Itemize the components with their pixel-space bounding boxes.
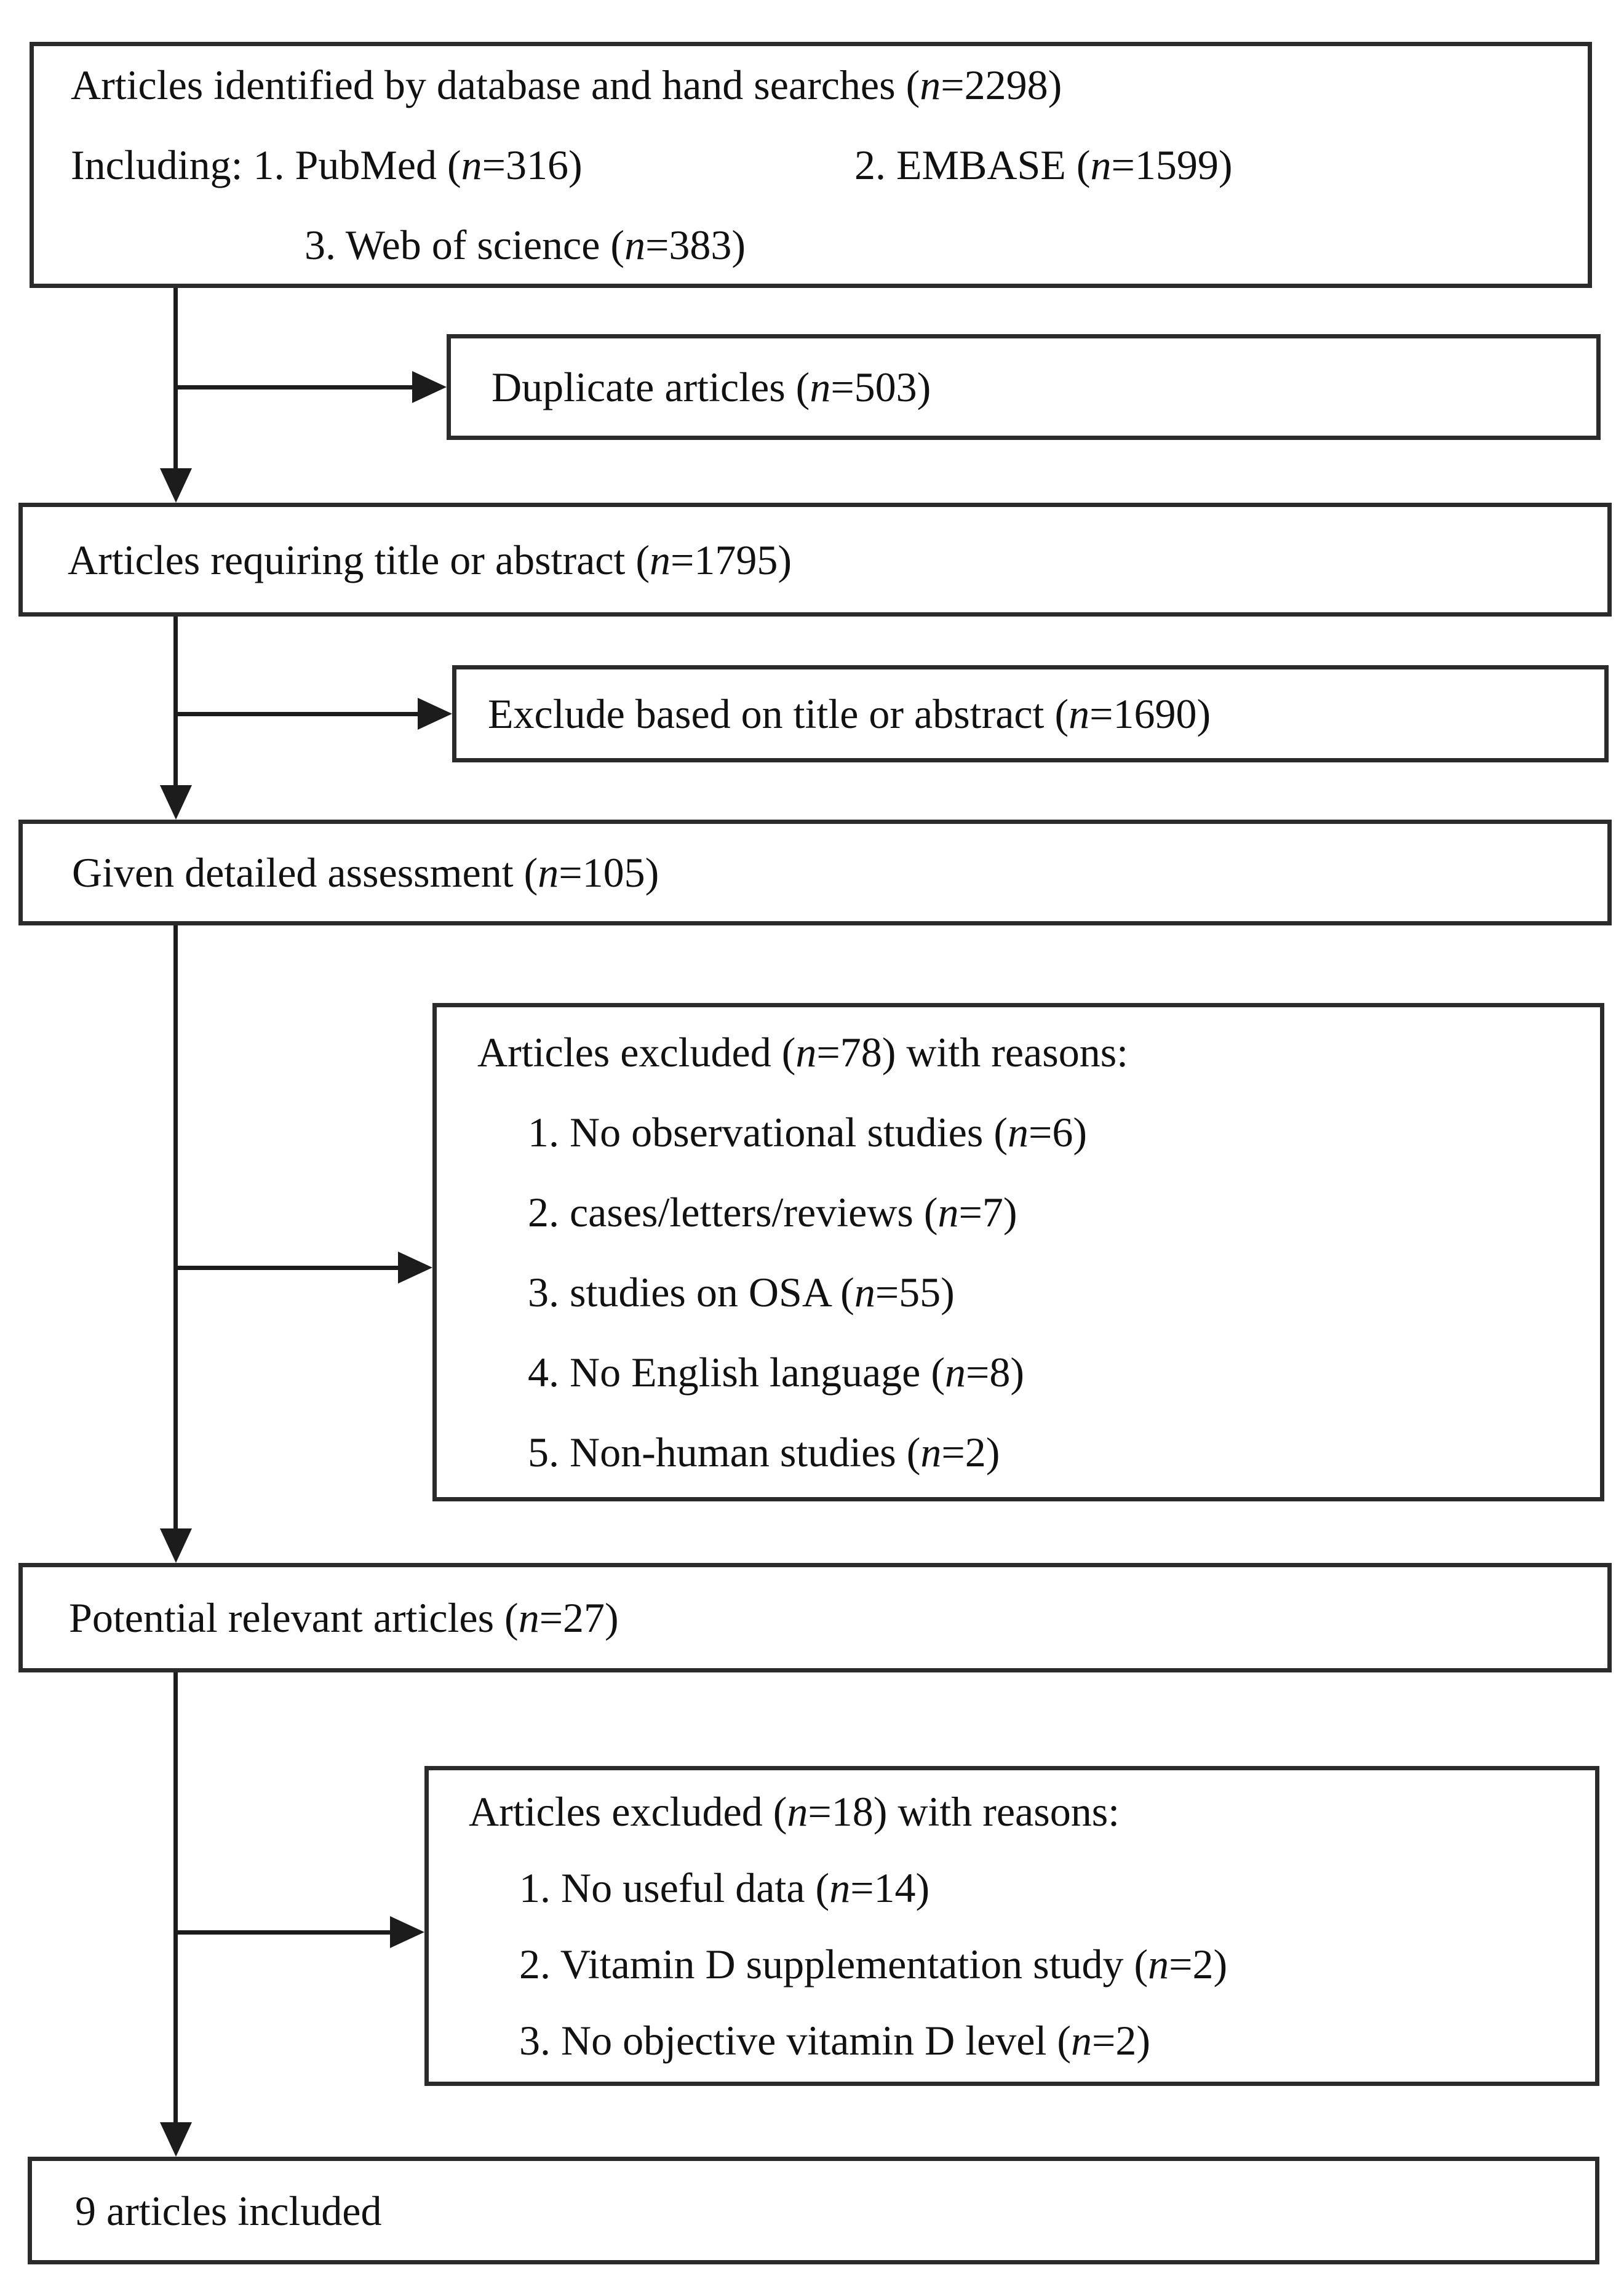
- excluded-78-item: 5. Non-human studies (n=2): [528, 1429, 1000, 1476]
- arrowhead-right-4: [390, 1916, 424, 1948]
- excluded-18-item: 2. Vitamin D supplementation study (n=2): [519, 1941, 1228, 1987]
- identified-line-2: Including: 1. PubMed (n=316) 2. EMBASE (n…: [71, 125, 1588, 205]
- arrowhead-down-1: [160, 468, 192, 503]
- box-excluded-18: Articles excluded (n=18) with reasons: 1…: [424, 1766, 1599, 2086]
- excluded-78-item: 3. studies on OSA (n=55): [528, 1269, 955, 1316]
- identified-line-3: 3. Web of science (n=383): [304, 222, 746, 268]
- title-abstract-text: Articles requiring title or abstract (n=…: [68, 536, 792, 583]
- identified-line-2a: Including: 1. PubMed (n=316): [71, 142, 583, 188]
- box-duplicate-articles: Duplicate articles (n=503): [447, 334, 1601, 440]
- excluded-18-item: 3. No objective vitamin D level (n=2): [519, 2017, 1150, 2064]
- arrowhead-down-4: [160, 2122, 192, 2157]
- branch-line-2: [173, 712, 421, 716]
- exclude-title-abstract-text: Exclude based on title or abstract (n=16…: [488, 690, 1211, 737]
- spine-segment-2: [173, 617, 178, 787]
- excluded-78-item: 2. cases/letters/reviews (n=7): [528, 1189, 1017, 1236]
- branch-line-1: [173, 385, 416, 389]
- box-title-or-abstract: Articles requiring title or abstract (n=…: [18, 503, 1612, 617]
- arrowhead-right-2: [418, 698, 452, 730]
- excluded-18-title: Articles excluded (n=18) with reasons:: [469, 1788, 1120, 1835]
- detailed-assessment-text: Given detailed assessment (n=105): [72, 849, 659, 896]
- identified-line-2b: 2. EMBASE (n=1599): [854, 142, 1233, 188]
- potential-relevant-text: Potential relevant articles (n=27): [69, 1594, 619, 1641]
- excluded-78-item: 1. No observational studies (n=6): [528, 1109, 1087, 1156]
- spine-segment-3: [173, 925, 178, 1530]
- spine-segment-4: [173, 1672, 178, 2124]
- excluded-78-title: Articles excluded (n=78) with reasons:: [477, 1029, 1129, 1076]
- box-articles-identified: Articles identified by database and hand…: [30, 42, 1592, 288]
- branch-line-3: [173, 1266, 402, 1270]
- branch-line-4: [173, 1930, 394, 1935]
- identified-line-1: Articles identified by database and hand…: [71, 62, 1062, 108]
- included-text: 9 articles included: [75, 2187, 382, 2234]
- spine-segment-1: [173, 288, 178, 470]
- box-potential-relevant: Potential relevant articles (n=27): [18, 1563, 1612, 1672]
- arrowhead-right-1: [412, 371, 447, 403]
- excluded-18-item: 1. No useful data (n=14): [519, 1864, 930, 1911]
- arrowhead-right-3: [398, 1252, 432, 1284]
- box-detailed-assessment: Given detailed assessment (n=105): [18, 820, 1612, 925]
- arrowhead-down-3: [160, 1528, 192, 1563]
- box-excluded-78: Articles excluded (n=78) with reasons: 1…: [432, 1003, 1604, 1501]
- arrowhead-down-2: [160, 785, 192, 820]
- excluded-78-item: 4. No English language (n=8): [528, 1349, 1024, 1396]
- box-articles-included: 9 articles included: [28, 2157, 1599, 2264]
- duplicates-text: Duplicate articles (n=503): [492, 364, 931, 410]
- box-exclude-title-abstract: Exclude based on title or abstract (n=16…: [452, 665, 1609, 762]
